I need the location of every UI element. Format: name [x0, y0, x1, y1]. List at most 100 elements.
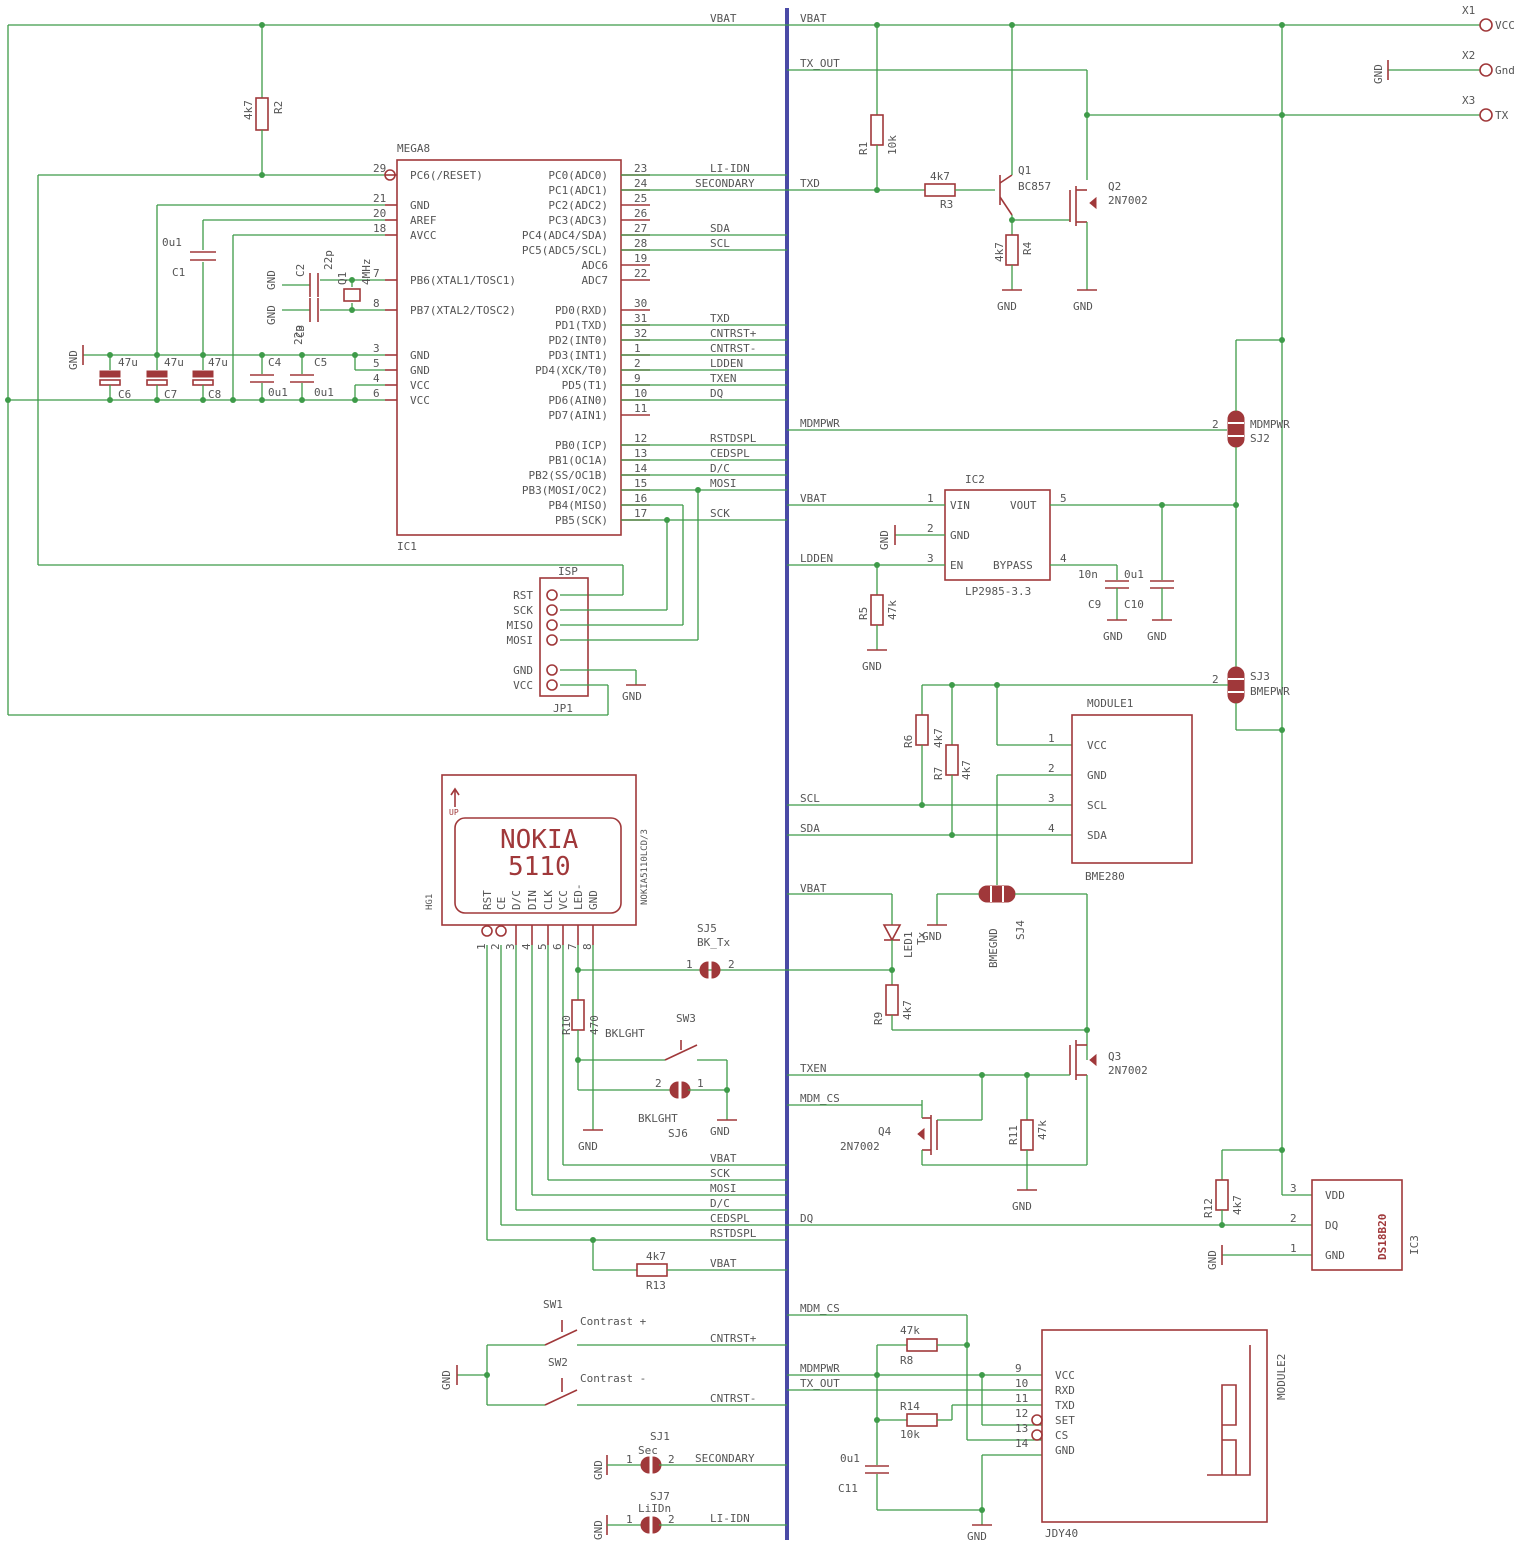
ic3-pin-vdd: VDD: [1325, 1189, 1345, 1202]
ic2-pin-bypass: BYPASS: [993, 559, 1033, 572]
ic2-pin-gnd: GND: [950, 529, 970, 542]
r13-ref: R13: [646, 1279, 666, 1292]
isp-pin-label: MISO: [507, 619, 534, 632]
q1-value: BC857: [1018, 180, 1051, 193]
ic1-right-pin-num: 32: [634, 327, 647, 340]
net-label-vbat-left: VBAT: [710, 12, 737, 25]
ic1-left-pin-label: PB6(XTAL1/TOSC1): [410, 274, 516, 287]
ic1-left-pin-num: 8: [373, 297, 380, 310]
sj3-value: BMEPWR: [1250, 685, 1290, 698]
r13-value: 4k7: [646, 1250, 666, 1263]
ic1-left-pin-label: VCC: [410, 379, 430, 392]
ic1-right-pin-num: 26: [634, 207, 647, 220]
ic1-left-pin-num: 6: [373, 387, 380, 400]
r11-gnd: GND: [1012, 1200, 1032, 1213]
module1-name: MODULE1: [1087, 697, 1133, 710]
capacitor-c10: 0u1 C10 GND: [1124, 505, 1174, 643]
sw2-net: CNTRST-: [710, 1392, 756, 1405]
net-label-tx-out: TX_OUT: [800, 57, 840, 70]
lcd-nokia5110: NOKIA 5110 UP HG1 NOKIA5110LCD/3 RST1CE2…: [425, 774, 650, 950]
r14-ref: R14: [900, 1400, 920, 1413]
module1-pin-sda: SDA: [1087, 829, 1107, 842]
capacitor-c8: 47u C8: [192, 355, 228, 401]
isp-gnd: GND: [622, 690, 642, 703]
ic2-num-4: 4: [1060, 552, 1067, 565]
lcd-title-1: NOKIA: [500, 825, 579, 855]
r1-ref: R1: [857, 142, 870, 155]
crystal-ref: Q1: [336, 272, 349, 285]
x3-label: TX: [1495, 109, 1509, 122]
lcd-net-dc: D/C: [710, 1197, 730, 1210]
resistor-r11: R11 47k GND: [1007, 1075, 1049, 1213]
lcd-net-vbat: VBAT: [710, 1152, 737, 1165]
r10-value: 470: [588, 1015, 601, 1035]
c5-ref: C5: [314, 356, 327, 369]
c2-ref: C2: [294, 264, 307, 277]
net-label-dc: D/C: [710, 462, 730, 475]
connector-x3: X3 TX: [1087, 94, 1509, 122]
net-label-txd: TXD: [800, 177, 820, 190]
ic2-num-5: 5: [1060, 492, 1067, 505]
sj7-ref: SJ7: [650, 1490, 670, 1503]
module1-num-1: 1: [1048, 732, 1055, 745]
q2-ref: Q2: [1108, 180, 1121, 193]
isp-pin-label: RST: [513, 589, 533, 602]
c2-gnd: GND: [265, 270, 278, 290]
ic1-right-pin-num: 23: [634, 162, 647, 175]
ic1-left-pin-num: 4: [373, 372, 380, 385]
ic2-num-3: 3: [927, 552, 934, 565]
resistor-r13: 4k7 R13 VBAT: [590, 1237, 787, 1292]
r2-ref: R2: [272, 101, 285, 114]
sj1-pin1: 1: [626, 1453, 633, 1466]
net-label-rstdspl: RSTDSPL: [710, 432, 757, 445]
ic1-right-pin-label: PC2(ADC2): [548, 199, 608, 212]
r4-ref: R4: [1021, 241, 1034, 255]
resistor-r4: 4k7 R4 GND: [993, 234, 1034, 313]
bank-gnd: GND: [67, 350, 80, 370]
r6-value: 4k7: [932, 728, 945, 748]
ic1-right-pin-num: 31: [634, 312, 647, 325]
ic1-right-pin-num: 16: [634, 492, 647, 505]
sj1-pin2: 2: [668, 1453, 675, 1466]
led1-ref: LED1: [902, 932, 915, 959]
net-label-mdmpwr: MDMPWR: [800, 417, 840, 430]
net-label-vbat-right: VBAT: [800, 12, 827, 25]
c10-gnd: GND: [1147, 630, 1167, 643]
net-label-mdm-cs-jdy: MDM_CS: [800, 1302, 840, 1315]
sw1-ref: SW1: [543, 1298, 563, 1311]
ic3-num-1: 1: [1290, 1242, 1297, 1255]
sj4-ref: SJ4: [1014, 920, 1027, 940]
r3-ref: R3: [940, 198, 953, 211]
isp-pin-label: VCC: [513, 679, 533, 692]
c4-ref: C4: [268, 356, 282, 369]
ic1-right-pin-num: 22: [634, 267, 647, 280]
lcd-title-2: 5110: [508, 852, 571, 882]
ic1-right-pin-num: 9: [634, 372, 641, 385]
x2-label: Gnd: [1495, 64, 1515, 77]
net-label-tx-out-jdy: TX_OUT: [800, 1377, 840, 1390]
module1-pin-gnd: GND: [1087, 769, 1107, 782]
r7-ref: R7: [932, 767, 945, 780]
sj4-value: BMEGND: [987, 928, 1000, 968]
r12-ref: R12: [1202, 1198, 1215, 1218]
ic1-right-pin-num: 27: [634, 222, 647, 235]
ic1-right-pin-num: 2: [634, 357, 641, 370]
ic1-ref: IC1: [397, 540, 417, 553]
ic1-right-pin-label: PD4(XCK/T0): [535, 364, 608, 377]
sw3-value: BKLGHT: [605, 1027, 645, 1040]
led1-value: Tx: [915, 931, 928, 945]
ic2-regulator: IC2 LP2985-3.3 VIN GND EN VOUT BYPASS 1 …: [927, 473, 1067, 598]
sw1-net: CNTRST+: [710, 1332, 757, 1345]
switch-sw1: SW1 Contrast + CNTRST+: [487, 1298, 787, 1346]
net-label-dq-ds: DQ: [800, 1212, 813, 1225]
lcd-pin-num: 3: [504, 943, 517, 950]
ic2-pin-en: EN: [950, 559, 963, 572]
ic2-ref: IC2: [965, 473, 985, 486]
net-label-txd-ic1: TXD: [710, 312, 730, 325]
x2-name: X2: [1462, 49, 1475, 62]
r10-ref: R10: [560, 1015, 573, 1035]
resistor-r6: R6 4k7: [902, 685, 945, 808]
c9-value: 10n: [1078, 568, 1098, 581]
